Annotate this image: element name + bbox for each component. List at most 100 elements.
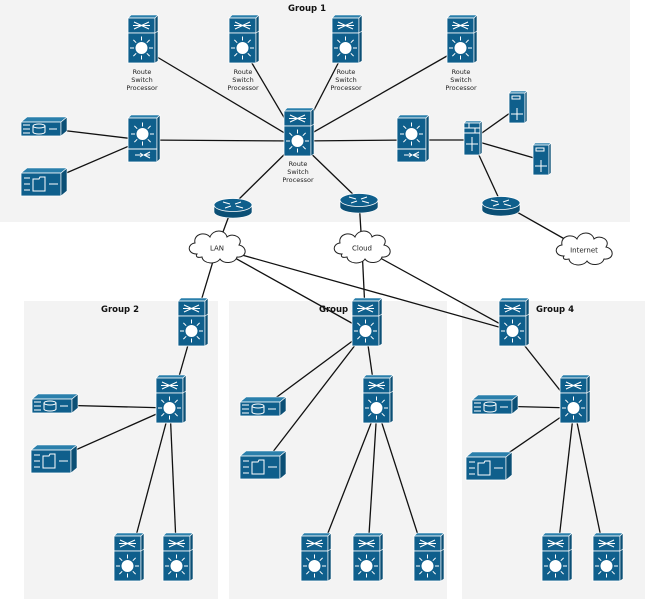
g3-leaf-1-device[interactable] bbox=[300, 532, 332, 582]
link-g1-core-to-g1-switch-right bbox=[297, 139, 413, 142]
lan-cloud[interactable]: LAN bbox=[188, 230, 246, 264]
internet-cloud[interactable]: Internet bbox=[555, 232, 613, 266]
g3-leaf-3-device[interactable] bbox=[413, 532, 445, 582]
cloud-cloud[interactable]: Cloud bbox=[333, 230, 391, 264]
link-g1-core-to-g1-rsp-1 bbox=[141, 47, 299, 142]
g4-top-device[interactable] bbox=[498, 297, 530, 347]
route-switch-processor-icon bbox=[351, 297, 383, 347]
g1-server-a-device[interactable] bbox=[508, 90, 528, 124]
group-4-title: Group 4 bbox=[536, 305, 574, 315]
route-switch-processor-icon bbox=[300, 532, 332, 582]
g1-server-b-device[interactable] bbox=[532, 142, 552, 176]
multilayer-switch-icon bbox=[396, 114, 430, 163]
g1-router-internet-device[interactable] bbox=[481, 196, 521, 217]
route-switch-processor-icon bbox=[446, 14, 478, 64]
g4-leaf-2-device[interactable] bbox=[592, 532, 624, 582]
g2-storage-device[interactable] bbox=[31, 393, 79, 414]
g1-switch-left-device[interactable] bbox=[127, 114, 161, 163]
link-g3-top-to-g3-storage bbox=[261, 330, 367, 409]
g4-leaf-1-device[interactable] bbox=[541, 532, 573, 582]
link-g1-firewall-to-g1-server-b bbox=[471, 139, 542, 161]
group-3-title: Group 3 bbox=[319, 305, 357, 315]
storage-device-icon bbox=[31, 393, 79, 414]
link-g3-top-to-g3-file bbox=[261, 330, 367, 467]
server-icon bbox=[532, 142, 552, 176]
link-cloud-to-g4-top bbox=[361, 247, 514, 332]
g3-file-device[interactable] bbox=[239, 450, 287, 480]
link-g1-core-to-g1-rsp-4 bbox=[297, 47, 462, 142]
g2-top-device[interactable] bbox=[177, 297, 209, 347]
file-server-icon bbox=[20, 167, 68, 197]
storage-device-icon bbox=[239, 396, 287, 417]
group-2-title: Group 2 bbox=[101, 305, 139, 315]
g4-mid-device[interactable] bbox=[559, 374, 591, 424]
multilayer-switch-icon bbox=[127, 114, 161, 163]
link-lan-to-g4-top bbox=[216, 247, 514, 332]
g1-firewall-device[interactable] bbox=[463, 120, 483, 156]
g3-top-device[interactable] bbox=[351, 297, 383, 347]
router-icon bbox=[213, 198, 253, 219]
route-switch-processor-icon bbox=[541, 532, 573, 582]
route-switch-processor-icon bbox=[592, 532, 624, 582]
g1-storage-device[interactable] bbox=[20, 116, 68, 137]
route-switch-processor-icon bbox=[155, 374, 187, 424]
route-switch-processor-icon bbox=[331, 14, 363, 64]
g4-file-device[interactable] bbox=[465, 451, 513, 481]
group-1-panel bbox=[0, 0, 630, 222]
route-switch-processor-icon bbox=[228, 14, 260, 64]
g3-storage-device[interactable] bbox=[239, 396, 287, 417]
storage-device-icon bbox=[471, 394, 519, 415]
route-switch-processor-icon bbox=[352, 532, 384, 582]
g2-leaf-2-device[interactable] bbox=[162, 532, 194, 582]
clouds-layer: LAN Cloud Internet bbox=[188, 230, 613, 266]
cloud-icon bbox=[333, 230, 391, 264]
file-server-icon bbox=[465, 451, 513, 481]
group-3-panel bbox=[229, 301, 447, 599]
route-switch-processor-icon bbox=[559, 374, 591, 424]
cloud-icon bbox=[188, 230, 246, 264]
file-server-icon bbox=[30, 444, 78, 474]
server-icon bbox=[508, 90, 528, 124]
link-g1-core-to-g1-switch-left bbox=[142, 139, 299, 142]
route-switch-processor-icon bbox=[413, 532, 445, 582]
route-switch-processor-icon bbox=[362, 374, 394, 424]
group-1-title: Group 1 bbox=[288, 4, 326, 14]
g1-fileserver-device[interactable] bbox=[20, 167, 68, 197]
g2-leaf-1-device[interactable] bbox=[113, 532, 145, 582]
link-lan-to-g3-top bbox=[216, 247, 367, 332]
route-switch-processor-icon bbox=[127, 14, 159, 64]
g4-storage-device[interactable] bbox=[471, 394, 519, 415]
g2-file-device[interactable] bbox=[30, 444, 78, 474]
route-switch-processor-icon bbox=[113, 532, 145, 582]
storage-device-icon bbox=[20, 116, 68, 137]
g1-router-cloud-device[interactable] bbox=[339, 193, 379, 214]
route-switch-processor-icon bbox=[283, 107, 315, 157]
route-switch-processor-icon bbox=[162, 532, 194, 582]
lan-label: LAN bbox=[210, 245, 224, 253]
cloud-label: Cloud bbox=[352, 245, 372, 253]
route-switch-processor-icon bbox=[177, 297, 209, 347]
g2-mid-device[interactable] bbox=[155, 374, 187, 424]
firewall-icon bbox=[463, 120, 483, 156]
g3-leaf-2-device[interactable] bbox=[352, 532, 384, 582]
router-icon bbox=[339, 193, 379, 214]
file-server-icon bbox=[239, 450, 287, 480]
g3-mid-device[interactable] bbox=[362, 374, 394, 424]
g1-switch-right-device[interactable] bbox=[396, 114, 430, 163]
route-switch-processor-icon bbox=[498, 297, 530, 347]
cloud-icon bbox=[555, 232, 613, 266]
g1-router-lan-device[interactable] bbox=[213, 198, 253, 219]
internet-label: Internet bbox=[570, 247, 598, 255]
